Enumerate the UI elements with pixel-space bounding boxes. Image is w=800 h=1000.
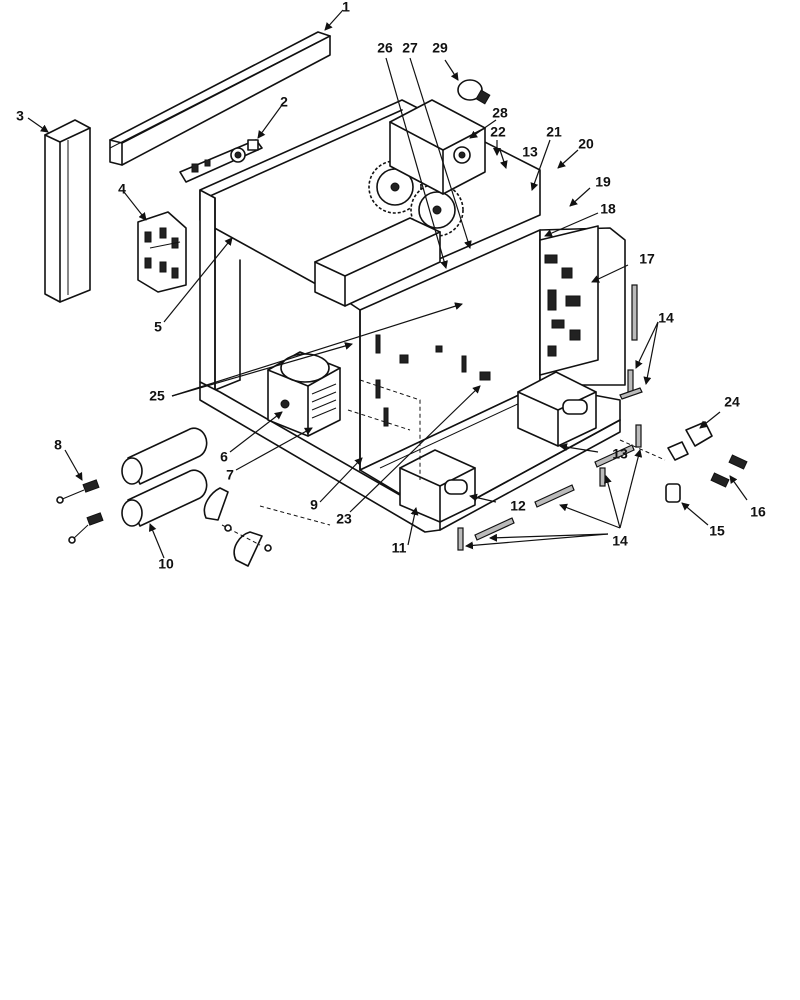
part-clamp-brackets <box>203 487 272 567</box>
callout-24: 24 <box>724 394 740 410</box>
callout-12: 12 <box>510 498 526 514</box>
callout-8: 8 <box>54 437 62 453</box>
part-control-board <box>539 225 599 376</box>
callout-21: 21 <box>546 124 562 140</box>
part-foam-strips <box>457 284 643 551</box>
part-top-housing <box>314 217 441 307</box>
callout-19: 19 <box>595 174 611 190</box>
callout-labels: 1 2 3 4 5 6 7 8 9 10 11 12 13 13 14 14 1… <box>16 0 766 572</box>
callout-15: 15 <box>709 523 725 539</box>
dashed-assembly-lines <box>259 379 421 526</box>
callout-23: 23 <box>336 511 352 527</box>
callout-20: 20 <box>578 136 594 152</box>
callout-11: 11 <box>392 540 407 556</box>
callout-4: 4 <box>118 181 126 197</box>
callout-28: 28 <box>492 105 508 121</box>
callout-7: 7 <box>226 467 234 483</box>
part-resistors <box>56 479 104 544</box>
callout-2: 2 <box>280 94 288 110</box>
callout-13a: 13 <box>522 144 538 160</box>
callout-16: 16 <box>750 504 766 520</box>
callout-6: 6 <box>220 449 228 465</box>
leader-lines <box>27 9 748 559</box>
callout-29: 29 <box>432 40 448 56</box>
callout-25: 25 <box>149 388 165 404</box>
part-terminal-block <box>137 211 187 293</box>
part-capacitors <box>121 427 208 527</box>
callout-5: 5 <box>154 319 162 335</box>
callout-14a: 14 <box>658 310 674 326</box>
callout-27: 27 <box>402 40 418 56</box>
callout-22: 22 <box>490 124 506 140</box>
callout-9: 9 <box>310 497 318 513</box>
callout-14b: 14 <box>612 533 628 549</box>
part-vertical-channel <box>44 119 91 303</box>
callout-17: 17 <box>639 251 655 267</box>
callout-3: 3 <box>16 108 24 124</box>
part-transformer-rear <box>517 371 597 447</box>
callout-18: 18 <box>600 201 616 217</box>
part-transformer-front <box>399 449 476 523</box>
part-top-channel-cover <box>109 31 331 166</box>
callout-26: 26 <box>377 40 393 56</box>
callout-1: 1 <box>342 0 350 15</box>
part-lamp <box>457 79 491 105</box>
callout-13b: 13 <box>612 446 628 462</box>
part-blower-assembly <box>267 351 341 437</box>
part-switch-strip <box>179 139 263 183</box>
callout-10: 10 <box>158 556 174 572</box>
